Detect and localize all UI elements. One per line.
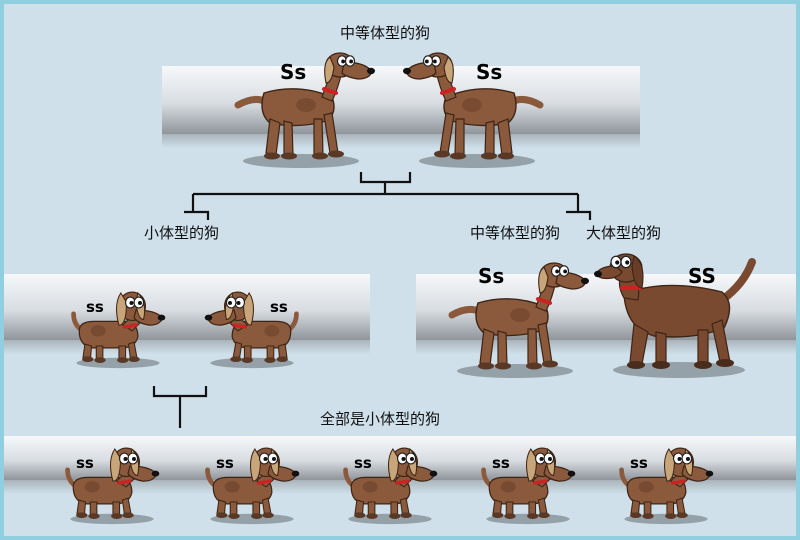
- pedigree-connectors: [152, 172, 592, 428]
- dog-small-left-icon: [71, 291, 166, 369]
- small-cross-bracket: [152, 386, 208, 398]
- genotype-large: SS: [688, 264, 716, 288]
- dog-large-icon: [594, 253, 756, 378]
- genotype-medium: Ss: [478, 264, 505, 288]
- label-offspring-small: 小体型的狗: [144, 224, 220, 242]
- dog-bottom-5-icon: [619, 447, 714, 525]
- dog-small-right-icon: [204, 291, 299, 369]
- label-all-small: 全部是小体型的狗: [320, 410, 441, 428]
- genotype-bottom-5: ss: [630, 454, 648, 472]
- genotype-small-right: ss: [270, 298, 288, 316]
- label-offspring-large: 大体型的狗: [586, 224, 662, 242]
- genotype-parent-left: Ss: [280, 60, 307, 84]
- genotype-bottom-3: ss: [354, 454, 372, 472]
- label-parents-medium: 中等体型的狗: [340, 24, 431, 42]
- genotype-parent-right: Ss: [476, 60, 503, 84]
- dog-bottom-4-icon: [481, 447, 576, 525]
- dog-parent-left-icon: [234, 52, 375, 168]
- genotype-bottom-4: ss: [492, 454, 510, 472]
- right-label-bracket: [566, 210, 592, 220]
- dog-bottom-2-icon: [205, 447, 300, 525]
- label-offspring-medium: 中等体型的狗: [470, 224, 561, 242]
- dog-bottom-1-icon: [65, 447, 160, 525]
- genotype-bottom-2: ss: [216, 454, 234, 472]
- dog-medium-icon: [448, 262, 589, 378]
- genotype-small-left: ss: [86, 298, 104, 316]
- dog-bottom-3-icon: [343, 447, 438, 525]
- genotype-bottom-1: ss: [76, 454, 94, 472]
- small-label-bracket: [184, 210, 210, 220]
- dog-parent-right-icon: [403, 52, 544, 168]
- parent-cross-bracket: [359, 172, 412, 184]
